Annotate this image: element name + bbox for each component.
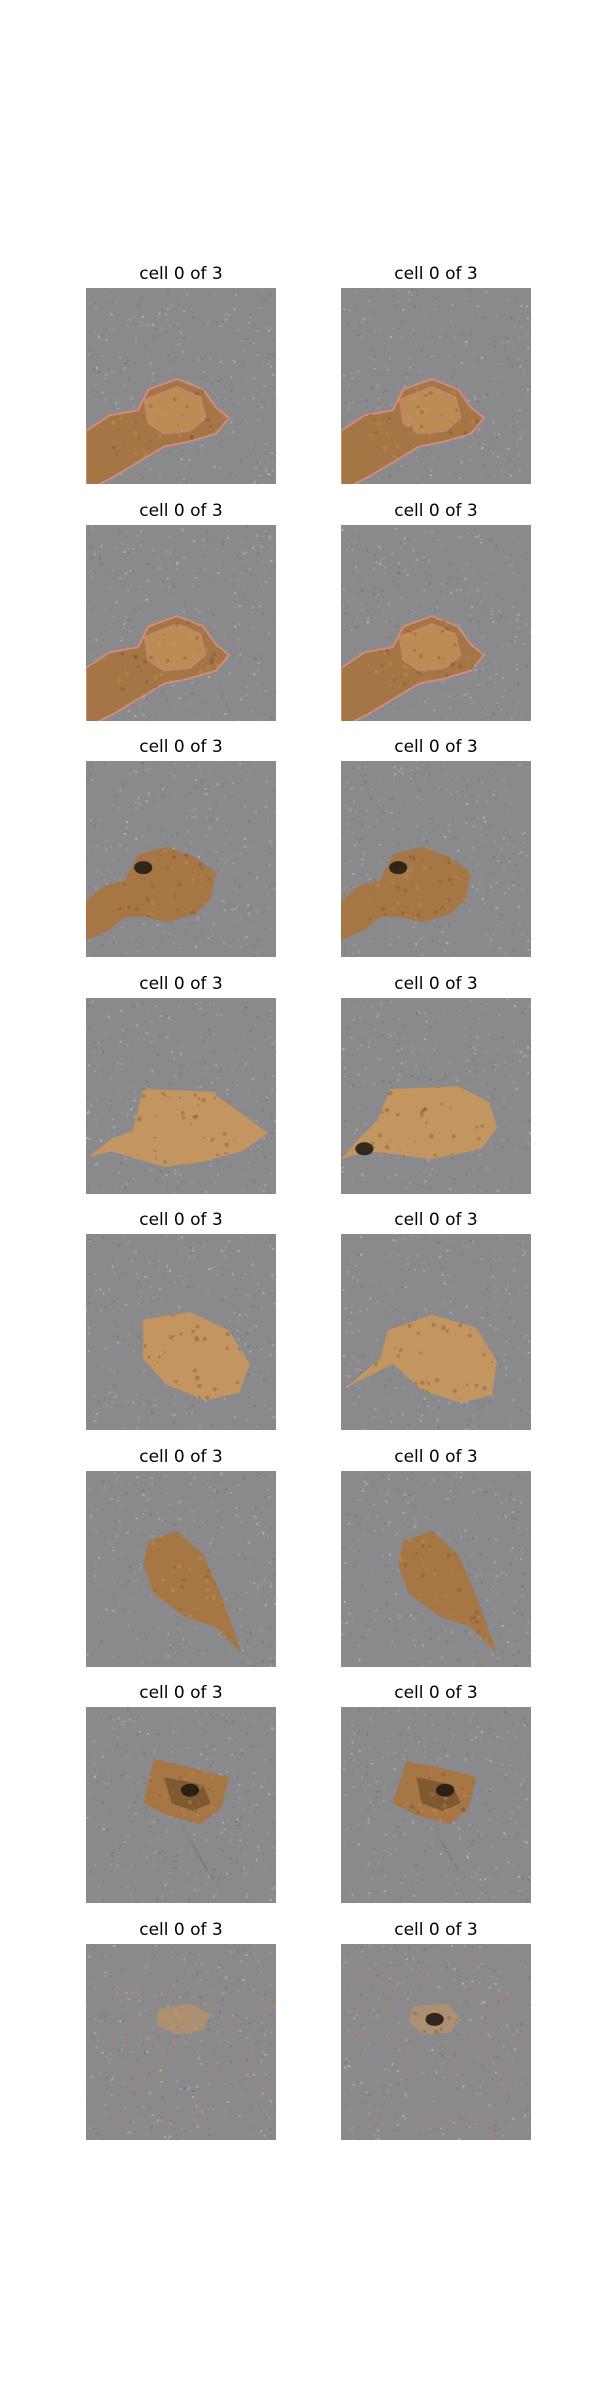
image-panel: cell 0 of 3: [341, 1681, 531, 1903]
panel-title: cell 0 of 3: [139, 264, 223, 284]
dark-lesion: [425, 2012, 444, 2026]
specimen-blob: [408, 2003, 461, 2035]
image-background: [86, 1943, 276, 2140]
image-panel: cell 0 of 3: [86, 1918, 276, 2140]
specimen-image: [341, 1707, 531, 1903]
image-panel: cell 0 of 3: [341, 499, 531, 721]
background-noise: [341, 761, 531, 957]
image-panel: cell 0 of 3: [341, 1918, 531, 2140]
panel-title: cell 0 of 3: [394, 737, 478, 757]
specimen-blob: [88, 1088, 268, 1167]
dark-lesion: [435, 1783, 455, 1797]
panel-title: cell 0 of 3: [394, 1683, 478, 1703]
specimen-image: [341, 1234, 531, 1430]
specimen-image: [341, 1470, 531, 1667]
specimen-image: [86, 997, 276, 1194]
specimen-image: [341, 1943, 531, 2140]
panel-title: cell 0 of 3: [394, 500, 478, 521]
panel-title: cell 0 of 3: [394, 1210, 478, 1230]
image-panel: cell 0 of 3: [86, 1681, 276, 1903]
panel-title: cell 0 of 3: [394, 1446, 478, 1467]
dark-lesion: [355, 1141, 374, 1155]
specimen-image: [86, 1234, 276, 1430]
panel-title: cell 0 of 3: [139, 1210, 223, 1230]
specimen-blob: [143, 1759, 229, 1889]
specimen-image: [341, 288, 531, 484]
image-panel: cell 0 of 3: [86, 972, 276, 1194]
background-noise: [341, 524, 531, 721]
specimen-blob: [341, 846, 471, 941]
specimen-blob: [341, 614, 486, 721]
panel-title: cell 0 of 3: [139, 500, 223, 521]
panel-title: cell 0 of 3: [139, 1683, 223, 1703]
specimen-image: [86, 1707, 276, 1903]
image-panel: cell 0 of 3: [86, 262, 276, 484]
image-panel: cell 0 of 3: [341, 1445, 531, 1667]
specimen-image: [86, 524, 276, 721]
panel-title: cell 0 of 3: [139, 737, 223, 757]
dark-lesion: [389, 861, 408, 875]
panel-title: cell 0 of 3: [394, 973, 478, 994]
specimen-blob: [392, 1761, 477, 1889]
background-noise: [341, 1943, 531, 2140]
specimen-image: [86, 1943, 276, 2140]
image-panel: cell 0 of 3: [341, 1208, 531, 1430]
specimen-image: [86, 761, 276, 957]
dark-lesion: [180, 1783, 200, 1797]
panel-title: cell 0 of 3: [394, 1919, 478, 1940]
image-panel: cell 0 of 3: [86, 1208, 276, 1430]
image-panel: cell 0 of 3: [341, 972, 531, 1194]
image-panel: cell 0 of 3: [86, 1445, 276, 1667]
specimen-image: [341, 524, 531, 721]
specimen-image: [341, 761, 531, 957]
background-noise: [341, 1707, 531, 1903]
image-panel: cell 0 of 3: [86, 499, 276, 721]
panel-title: cell 0 of 3: [394, 264, 478, 284]
image-panel: cell 0 of 3: [341, 735, 531, 957]
image-panel: cell 0 of 3: [86, 735, 276, 957]
image-panel: cell 0 of 3: [341, 262, 531, 484]
dark-lesion: [134, 861, 153, 875]
specimen-blob: [86, 614, 231, 721]
panel-title: cell 0 of 3: [139, 973, 223, 994]
panel-title: cell 0 of 3: [139, 1446, 223, 1467]
image-background: [341, 1943, 531, 2140]
panel-title: cell 0 of 3: [139, 1919, 223, 1940]
background-noise: [86, 1944, 276, 2140]
specimen-image: [86, 288, 276, 484]
specimen-image: [341, 997, 531, 1194]
specimen-image: [86, 1470, 276, 1667]
